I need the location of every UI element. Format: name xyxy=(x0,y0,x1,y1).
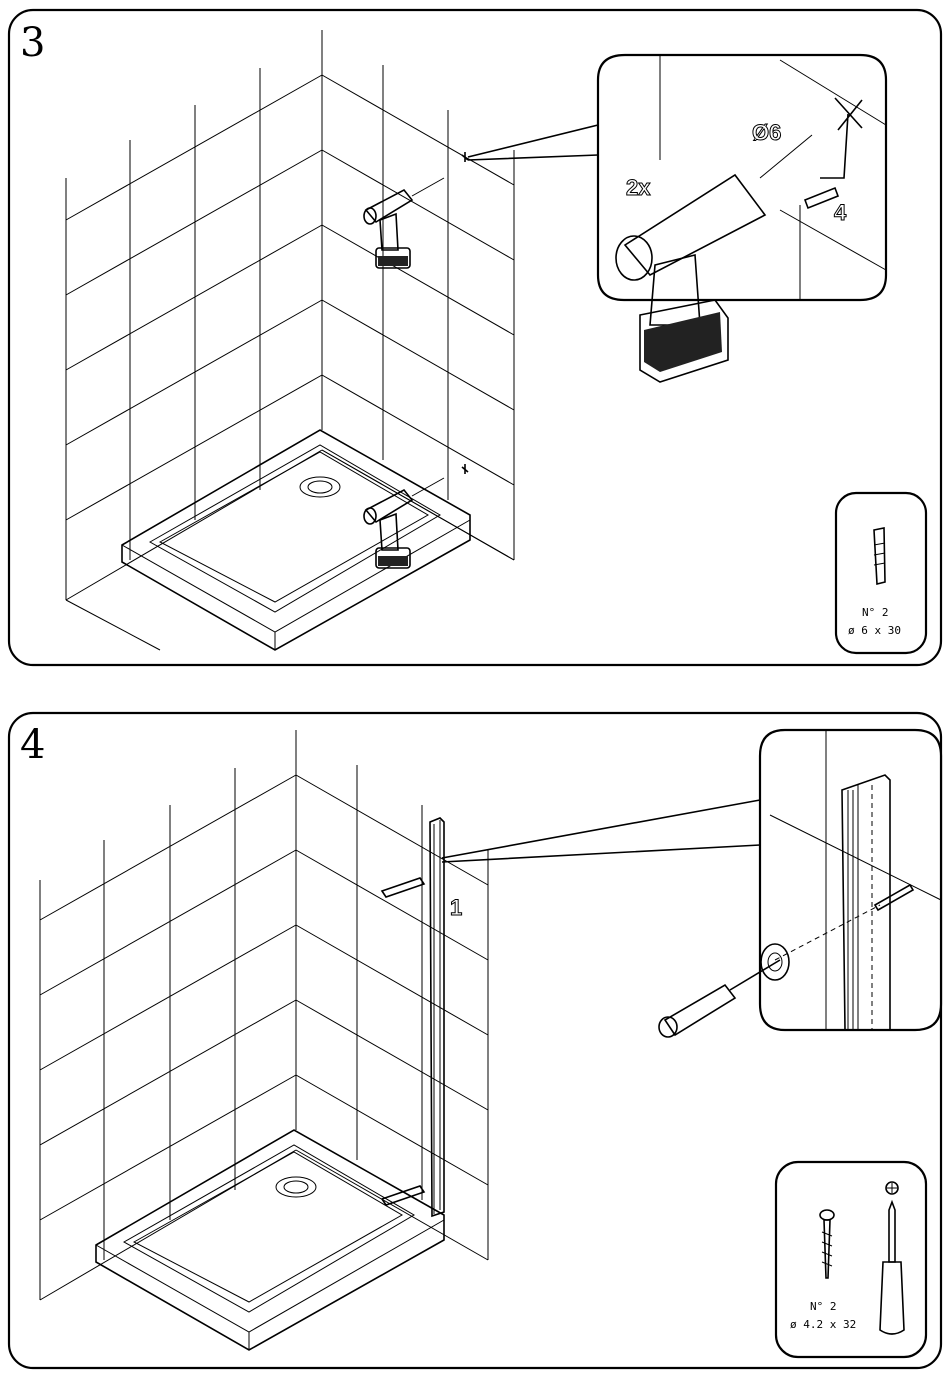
part-ref-label: 1 xyxy=(450,895,462,920)
step-4-parts-box: N° 2 ø 4.2 x 32 xyxy=(776,1162,926,1357)
part-ref-label: 4 xyxy=(834,200,847,225)
step-4-panel: 4 1 xyxy=(9,713,941,1368)
parts-size: ø 4.2 x 32 xyxy=(790,1318,856,1331)
parts-count: N° 2 xyxy=(862,606,889,619)
quantity-label: 2x xyxy=(626,175,651,200)
drill-diameter-label: Ø6 xyxy=(752,120,781,145)
parts-size: ø 6 x 30 xyxy=(848,624,901,637)
step-3-panel: 3 xyxy=(9,10,941,665)
step-3-number: 3 xyxy=(20,20,45,66)
step-3-parts-box: N° 2 ø 6 x 30 xyxy=(836,493,926,653)
parts-count: N° 2 xyxy=(810,1300,837,1313)
step-4-number: 4 xyxy=(20,722,45,768)
